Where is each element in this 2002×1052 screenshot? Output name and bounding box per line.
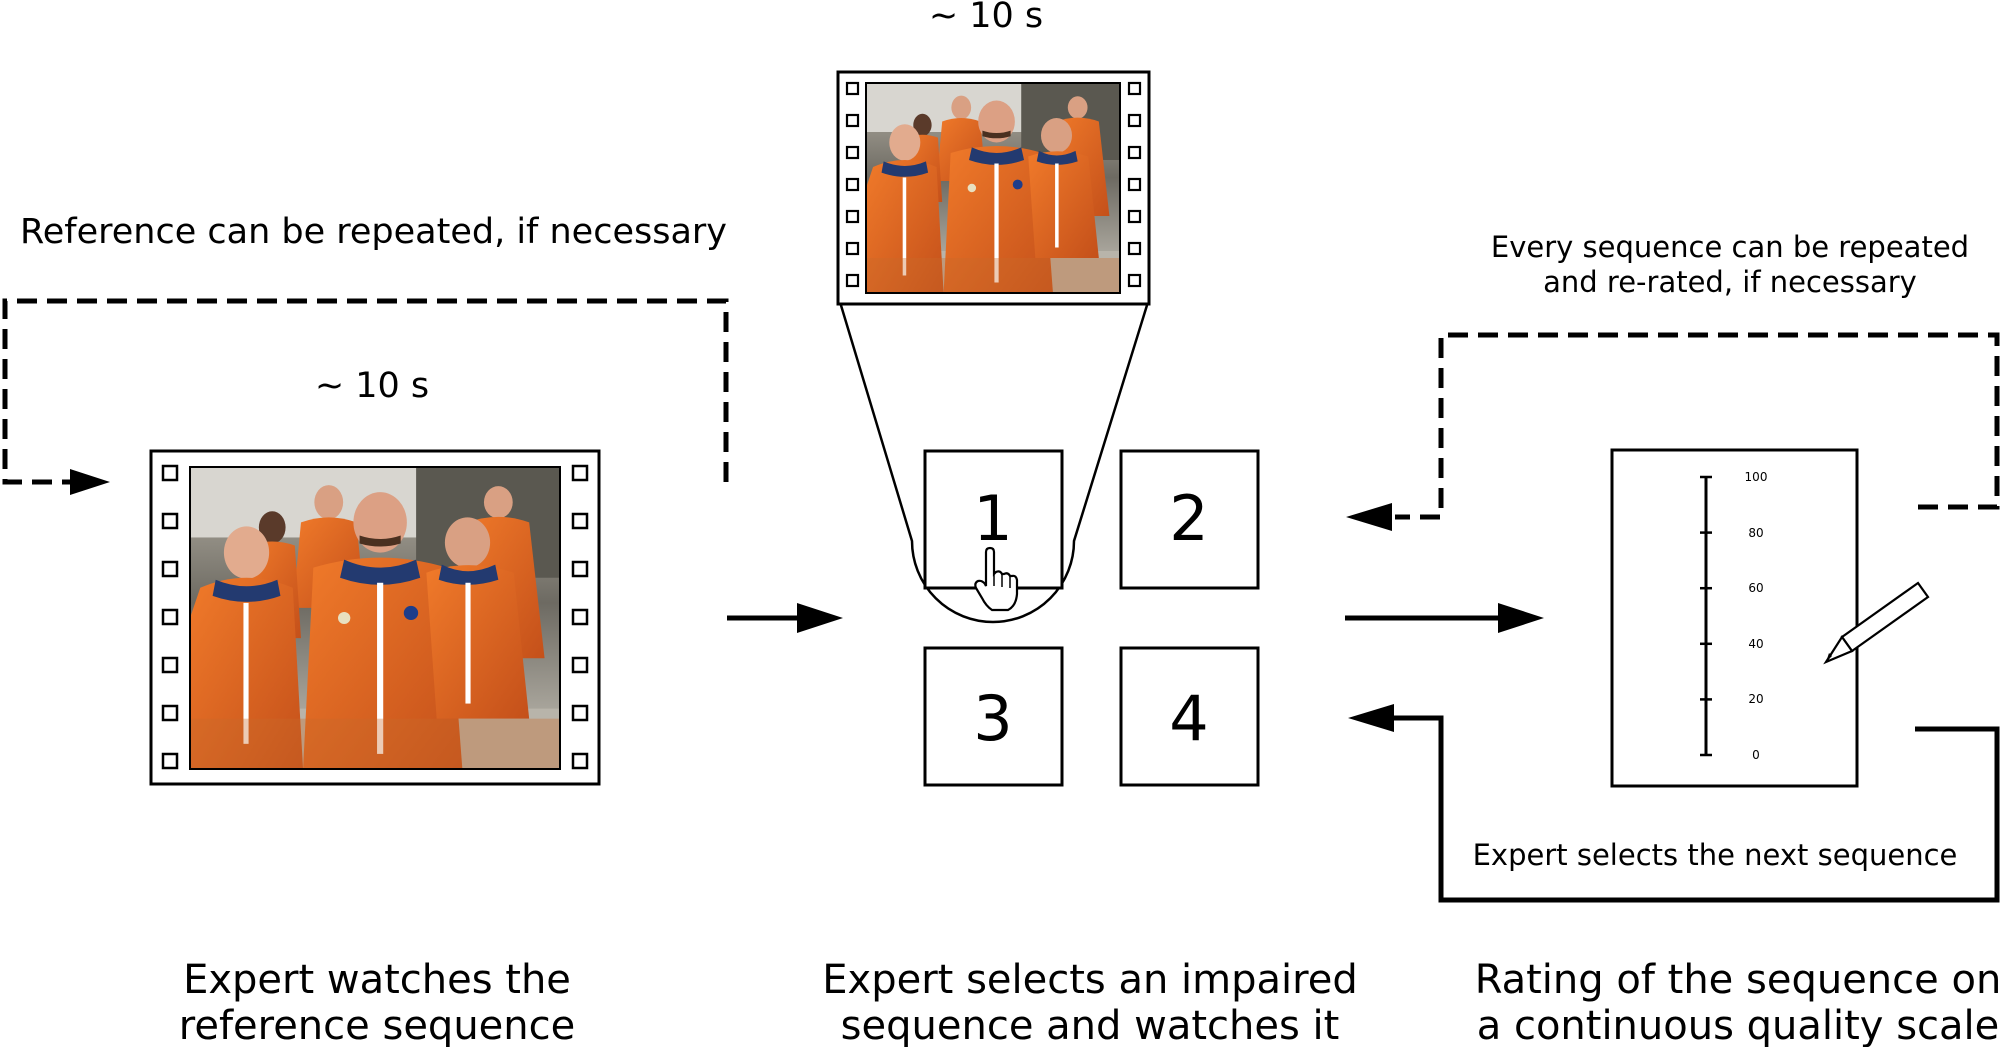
scale-tick-label: 100 <box>1745 470 1768 484</box>
rating-repeat-note-line1: Every sequence can be repeated <box>1491 230 1969 264</box>
rating-repeat-note-line2: and re-rated, if necessary <box>1543 265 1917 299</box>
reference-caption-line1: Expert watches the <box>183 957 571 1003</box>
selection-duration: ~ 10 s <box>929 0 1043 36</box>
rating-sheet: 100 80 60 40 20 0 <box>1610 448 1930 788</box>
selection-caption-line1: Expert selects an impaired <box>822 957 1357 1003</box>
scale-tick-label: 60 <box>1748 581 1763 595</box>
rating-caption-line1: Rating of the sequence on <box>1475 957 2002 1003</box>
reference-repeat-note: Reference can be repeated, if necessary <box>20 212 727 252</box>
tile-2[interactable]: 2 <box>1119 449 1260 590</box>
tile-3[interactable]: 3 <box>923 646 1064 787</box>
rating-caption-line2: a continuous quality scale <box>1477 1003 2000 1047</box>
pencil-icon <box>1823 581 1930 665</box>
selection-film-strip-icon <box>836 70 1151 306</box>
next-sequence-loop <box>1392 715 2000 903</box>
tile-1-label: 1 <box>973 482 1012 555</box>
rating-repeat-loop <box>1395 332 2000 520</box>
next-sequence-note: Expert selects the next sequence <box>1473 838 1958 872</box>
flow-arrow-1-icon <box>797 603 843 633</box>
hand-cursor-icon <box>974 546 1019 612</box>
scale-tick-label: 20 <box>1748 692 1763 706</box>
rating-repeat-arrow-icon <box>1346 503 1392 531</box>
next-sequence-arrow-icon <box>1348 704 1394 732</box>
scale-tick-label: 80 <box>1748 526 1763 540</box>
reference-repeat-loop <box>2 298 729 485</box>
selection-caption-line2: sequence and watches it <box>841 1003 1340 1047</box>
tile-4[interactable]: 4 <box>1119 646 1260 787</box>
reference-duration: ~ 10 s <box>315 366 429 406</box>
flow-arrow-2-icon <box>1498 603 1544 633</box>
scale-tick-label: 0 <box>1752 748 1760 762</box>
reference-caption-line2: reference sequence <box>179 1003 575 1047</box>
tile-4-label: 4 <box>1169 682 1208 755</box>
zoom-callout <box>838 301 1150 624</box>
tile-3-label: 3 <box>973 682 1012 755</box>
reference-repeat-arrow-icon <box>70 469 110 495</box>
scale-tick-label: 40 <box>1748 637 1763 651</box>
tile-2-label: 2 <box>1169 482 1208 555</box>
reference-film-strip-icon <box>149 449 601 786</box>
